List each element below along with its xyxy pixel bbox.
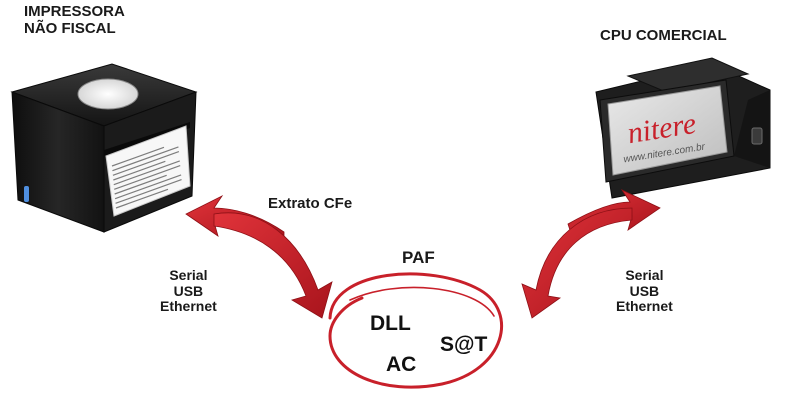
printer-illustration — [10, 63, 198, 233]
connection-type: Ethernet — [160, 298, 217, 315]
ac-label: AC — [386, 353, 417, 376]
receipt-print-line — [113, 160, 180, 186]
left-connections-label: Serial USB Ethernet — [160, 267, 217, 315]
receipt-print-line — [112, 146, 179, 172]
receipt-paper — [105, 125, 191, 217]
left-arrow-icon — [185, 194, 333, 319]
printer-title-line: IMPRESSORA — [24, 3, 125, 20]
right-arrow-icon — [521, 189, 661, 319]
receipt-print-line — [114, 174, 167, 195]
receipt-print-line — [115, 188, 169, 209]
port-icon — [751, 127, 763, 145]
receipt-print-line — [114, 174, 182, 200]
connection-type: Serial — [169, 267, 208, 283]
cpu-title: CPU COMERCIAL — [600, 27, 727, 44]
receipt-print-line — [115, 179, 182, 204]
receipt-print-line — [114, 165, 181, 190]
paf-label: PAF — [402, 248, 435, 267]
receipt-print-line — [112, 151, 180, 176]
right-connections-label: Serial USB Ethernet — [616, 267, 673, 315]
receipt-print-line — [113, 160, 166, 181]
connection-type: Ethernet — [616, 298, 673, 315]
dll-label: DLL — [370, 312, 411, 335]
cpu-illustration — [595, 57, 771, 199]
connection-type: USB — [173, 282, 204, 299]
printer-title: IMPRESSORA NÃO FISCAL — [24, 3, 125, 38]
extrato-cfe-label: Extrato CFe — [268, 195, 353, 212]
status-led-icon — [24, 186, 29, 202]
printer-title-line: NÃO FISCAL — [24, 19, 116, 37]
connection-type: USB — [629, 282, 660, 299]
sat-label: S@T — [440, 333, 488, 356]
receipt-print-line — [111, 146, 165, 167]
center-oval — [328, 272, 504, 389]
connection-type: Serial — [625, 267, 664, 283]
